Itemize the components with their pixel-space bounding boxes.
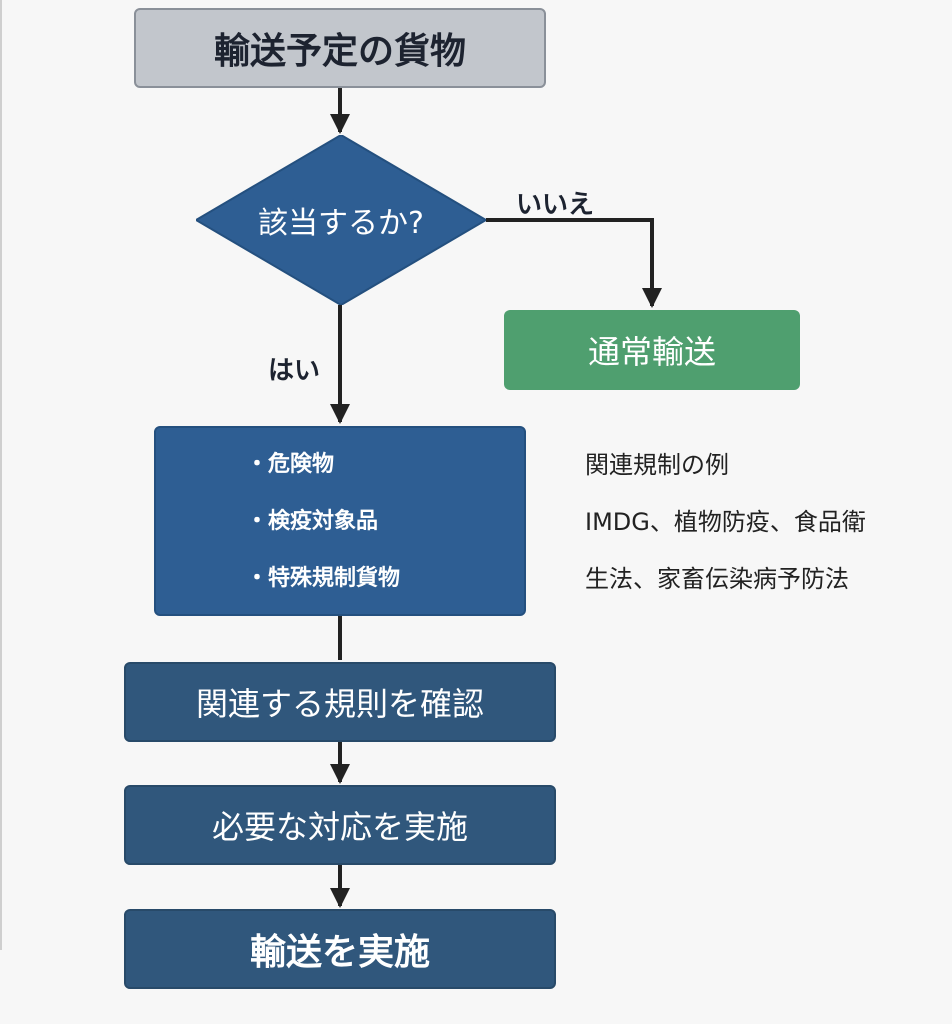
regulation-examples-note: 関連規制の例 IMDG、植物防疫、食品衛 生法、家畜伝染病予防法 <box>585 437 866 608</box>
decision-label: 該当するか? <box>258 206 424 241</box>
transport-node: 輸送を実施 <box>124 909 556 989</box>
normal-transport-label: 通常輸送 <box>587 333 716 371</box>
decision-node: 該当するか? <box>196 135 486 305</box>
category-item-special-cargo: ・特殊規制貨物 <box>246 565 401 591</box>
category-item-dangerous-goods: ・危険物 <box>246 451 335 477</box>
take-action-label: 必要な対応を実施 <box>211 808 468 846</box>
edge-label-no: いいえ <box>516 190 595 220</box>
start-node: 輸送予定の貨物 <box>134 8 546 88</box>
regulated-categories-node: ・危険物 ・検疫対象品 ・特殊規制貨物 <box>154 426 526 616</box>
note-line: IMDG、植物防疫、食品衛 <box>585 508 866 536</box>
edge-label-yes: はい <box>268 356 321 386</box>
normal-transport-node: 通常輸送 <box>504 310 800 390</box>
note-title: 関連規制の例 <box>585 451 729 479</box>
category-item-quarantine: ・検疫対象品 <box>246 508 379 534</box>
take-action-node: 必要な対応を実施 <box>124 785 556 865</box>
arrow-decision-to-normal <box>486 218 662 308</box>
check-rules-label: 関連する規則を確認 <box>195 685 484 723</box>
start-label: 輸送予定の貨物 <box>213 31 466 72</box>
note-line: 生法、家畜伝染病予防法 <box>585 565 849 593</box>
left-border-line <box>0 0 2 950</box>
transport-label: 輸送を実施 <box>249 932 430 973</box>
check-rules-node: 関連する規則を確認 <box>124 662 556 742</box>
decision-diamond <box>196 135 486 305</box>
